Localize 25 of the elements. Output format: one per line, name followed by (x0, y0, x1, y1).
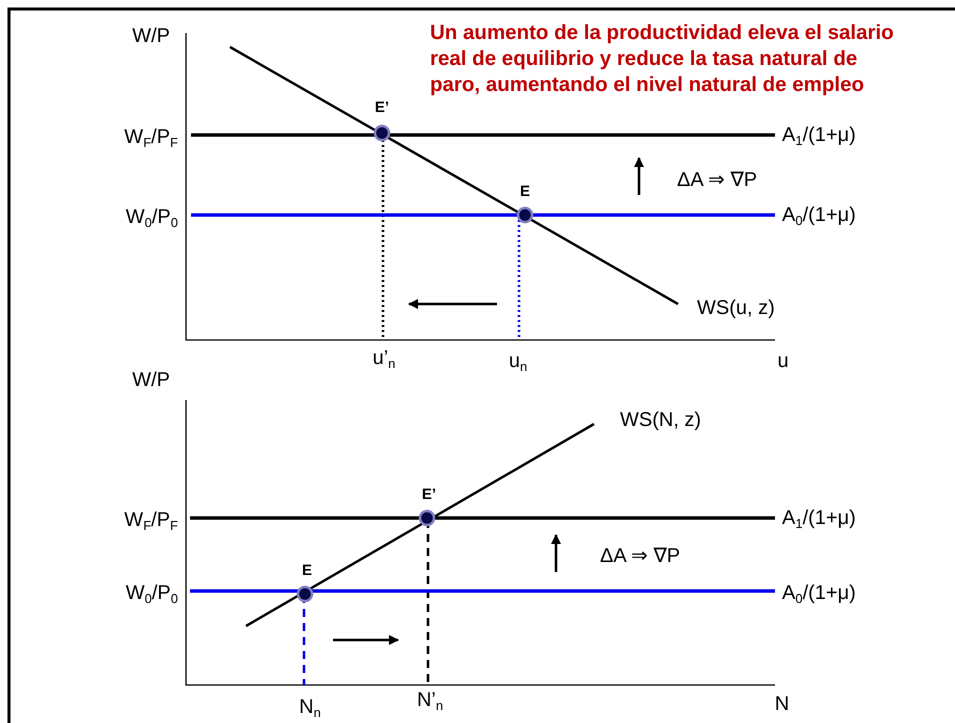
line-label: W$_{0}$/P$_{0}$ (126, 206, 178, 228)
line-label: A$_{1}$/(1+μ) (782, 124, 856, 146)
line-label: A$_{1}$/(1+μ) (782, 507, 856, 529)
line-label: W$_{F}$/P$_{F}$ (124, 126, 178, 148)
point-label: E (302, 562, 312, 580)
line-label: A$_{0}$/(1+μ) (782, 204, 856, 226)
line-label: A$_{0}$/(1+μ) (782, 582, 856, 604)
curve-label: WS(u, z) (697, 297, 775, 319)
axis-label: N (774, 693, 790, 715)
shift-label: ΔA ⇒ ∇P (677, 169, 758, 191)
axis-tick-label: u’$_{n}$ (372, 347, 396, 369)
axis-label: u (777, 350, 789, 372)
curve-label: WS(N, z) (620, 409, 702, 431)
axis-tick-label: N’$_{n}$ (416, 689, 444, 711)
point-label: E’ (374, 100, 390, 116)
axis-label: W/P (132, 369, 170, 391)
point-label: E (520, 184, 530, 200)
shift-label: ΔA ⇒ ∇P (600, 545, 680, 567)
note-text: Un aumento de la productividad eleva el salario real de equilibrio y reduce la tasa natural de paro, aumentando el nivel natural de empleo (430, 20, 895, 98)
axis-tick-label: u$_{n}$ (508, 350, 528, 372)
axis-label: W/P (132, 25, 170, 47)
line-label: W$_{0}$/P$_{0}$ (126, 582, 178, 604)
axis-tick-label: N$_{n}$ (299, 696, 321, 718)
line-label: W$_{F}$/P$_{F}$ (124, 509, 178, 531)
point-label: E’ (422, 486, 436, 504)
